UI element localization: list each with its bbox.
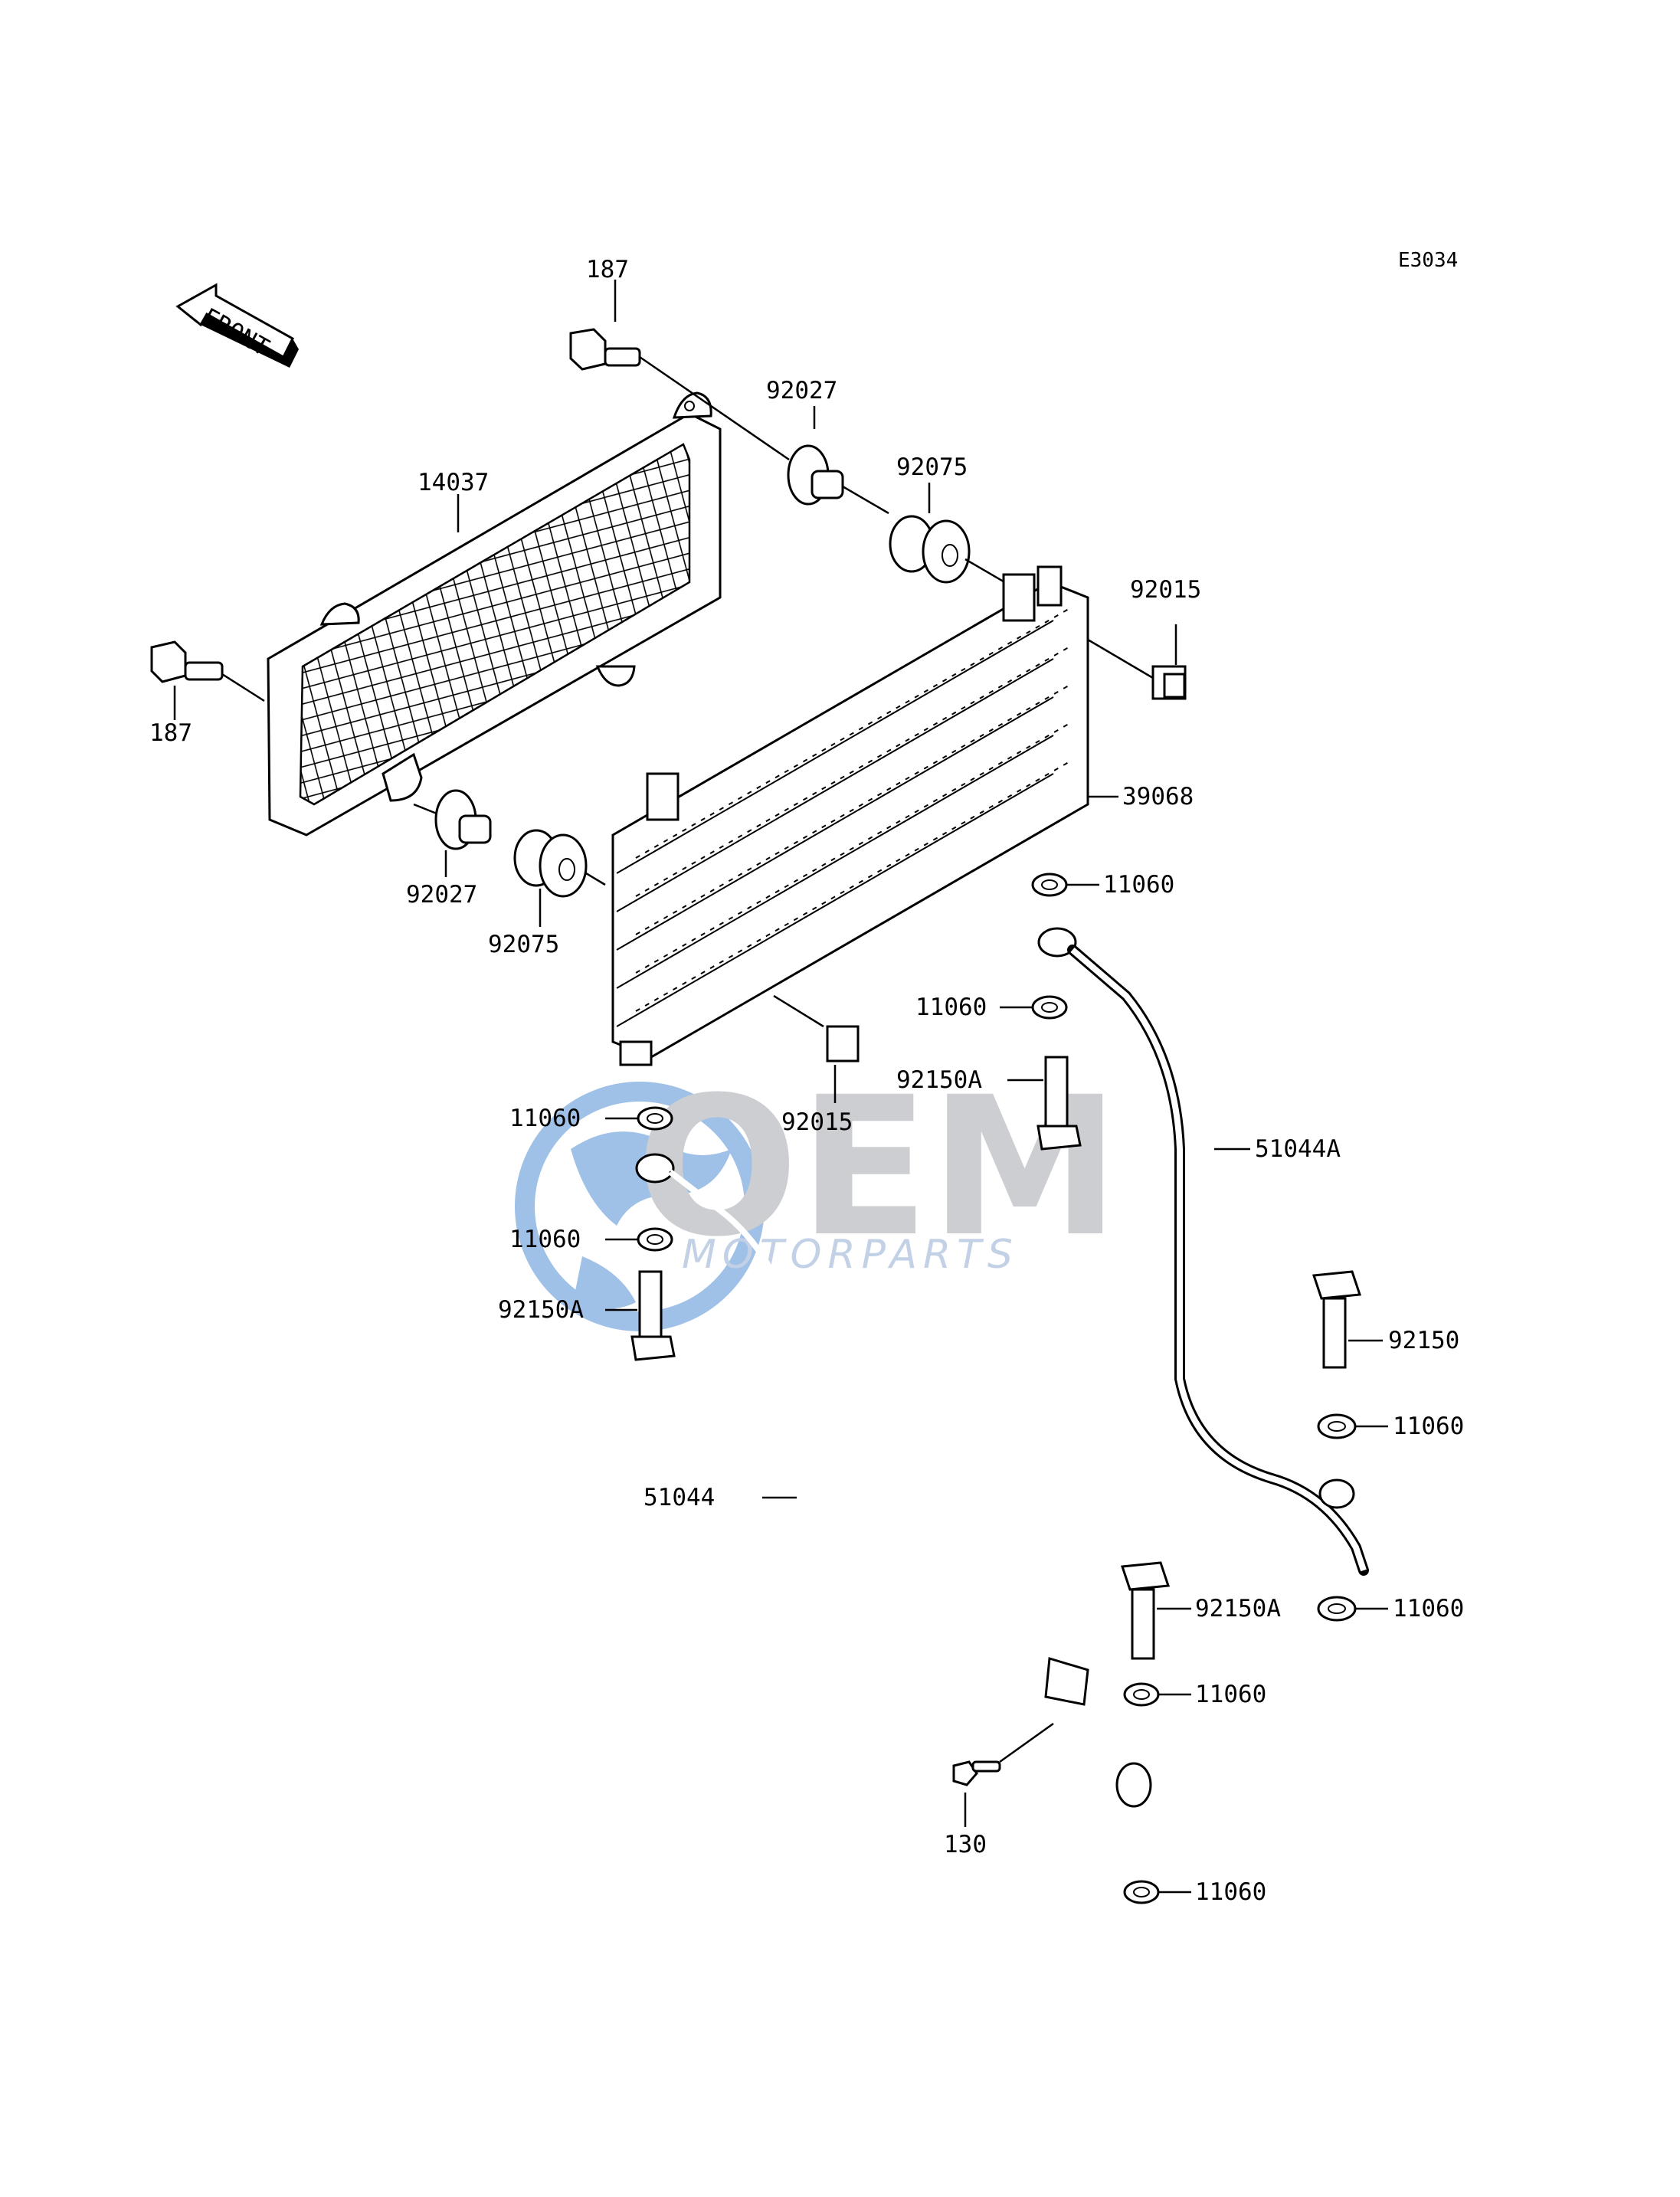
grommet-92075-top: [889, 515, 971, 584]
collar-92027-bottom: [434, 789, 492, 850]
label-bolt-130: 130: [944, 1831, 987, 1858]
label-grommet-92075-bottom: 92075: [488, 931, 559, 958]
banjo-bolt-92150a-1: [1036, 1056, 1082, 1151]
washer-11060-2: [1031, 995, 1068, 1020]
label-oil-hose-51044: 51044: [644, 1484, 715, 1511]
oil-cooler-39068: [611, 565, 1089, 1066]
banjo-bolt-92150: [1312, 1270, 1362, 1369]
label-banjo-bolt-92150a-2: 92150A: [498, 1296, 584, 1324]
label-clip-92015-top: 92015: [1130, 576, 1201, 604]
oil-hose-51044a: [1037, 927, 1369, 1576]
label-oil-cooler-39068: 39068: [1122, 783, 1194, 810]
washer-11060-4: [637, 1227, 673, 1252]
collar-92027-top: [787, 444, 844, 506]
label-bolt-187-left: 187: [149, 719, 192, 747]
banjo-bolt-92150a-2: [630, 1270, 676, 1361]
label-clip-92015-bottom: 92015: [781, 1108, 853, 1136]
label-collar-92027-top: 92027: [766, 377, 837, 404]
label-banjo-bolt-92150a-3: 92150A: [1195, 1595, 1281, 1622]
washer-11060-8: [1123, 1880, 1160, 1904]
bolt-130: [952, 1760, 1001, 1786]
clip-92015-top: [1151, 665, 1187, 700]
washer-11060-7: [1123, 1682, 1160, 1707]
label-washer-11060-6: 11060: [1393, 1595, 1464, 1622]
oil-cooler-grill: [267, 391, 722, 837]
label-bolt-187-top: 187: [586, 256, 629, 283]
label-grill-14037: 14037: [418, 469, 489, 496]
label-oil-hose-51044a: 51044A: [1255, 1135, 1341, 1163]
label-washer-11060-7: 11060: [1195, 1681, 1266, 1708]
watermark: OEM MOTORPARTS: [515, 1056, 1120, 1331]
label-banjo-bolt-92150a-1: 92150A: [896, 1066, 982, 1094]
label-washer-11060-3: 11060: [509, 1105, 581, 1132]
bolt-187-top: [569, 328, 641, 371]
label-washer-11060-8: 11060: [1195, 1878, 1266, 1906]
diagram-code: E3034: [1398, 249, 1458, 272]
watermark-subtitle: MOTORPARTS: [682, 1232, 1019, 1278]
label-washer-11060-2: 11060: [915, 994, 987, 1021]
oil-hose-51044: [635, 1153, 1260, 1829]
washer-11060-3: [637, 1106, 673, 1131]
banjo-bolt-92150a-3: [1120, 1561, 1171, 1660]
bolt-187-left: [150, 640, 224, 683]
watermark-brand: OEM: [636, 1056, 1120, 1279]
washer-11060-1: [1031, 873, 1068, 897]
label-washer-11060-5: 11060: [1393, 1413, 1464, 1440]
label-washer-11060-4: 11060: [509, 1226, 581, 1253]
label-collar-92027-bottom: 92027: [406, 881, 477, 909]
label-grommet-92075-top: 92075: [896, 453, 968, 481]
label-washer-11060-1: 11060: [1103, 871, 1174, 899]
washer-11060-5: [1317, 1413, 1357, 1439]
label-banjo-bolt-92150: 92150: [1388, 1327, 1459, 1354]
washer-11060-6: [1317, 1596, 1357, 1622]
grommet-92075-bottom: [513, 829, 588, 898]
front-arrow-icon: FRONT: [175, 283, 299, 368]
clip-92015-bottom: [826, 1025, 860, 1062]
